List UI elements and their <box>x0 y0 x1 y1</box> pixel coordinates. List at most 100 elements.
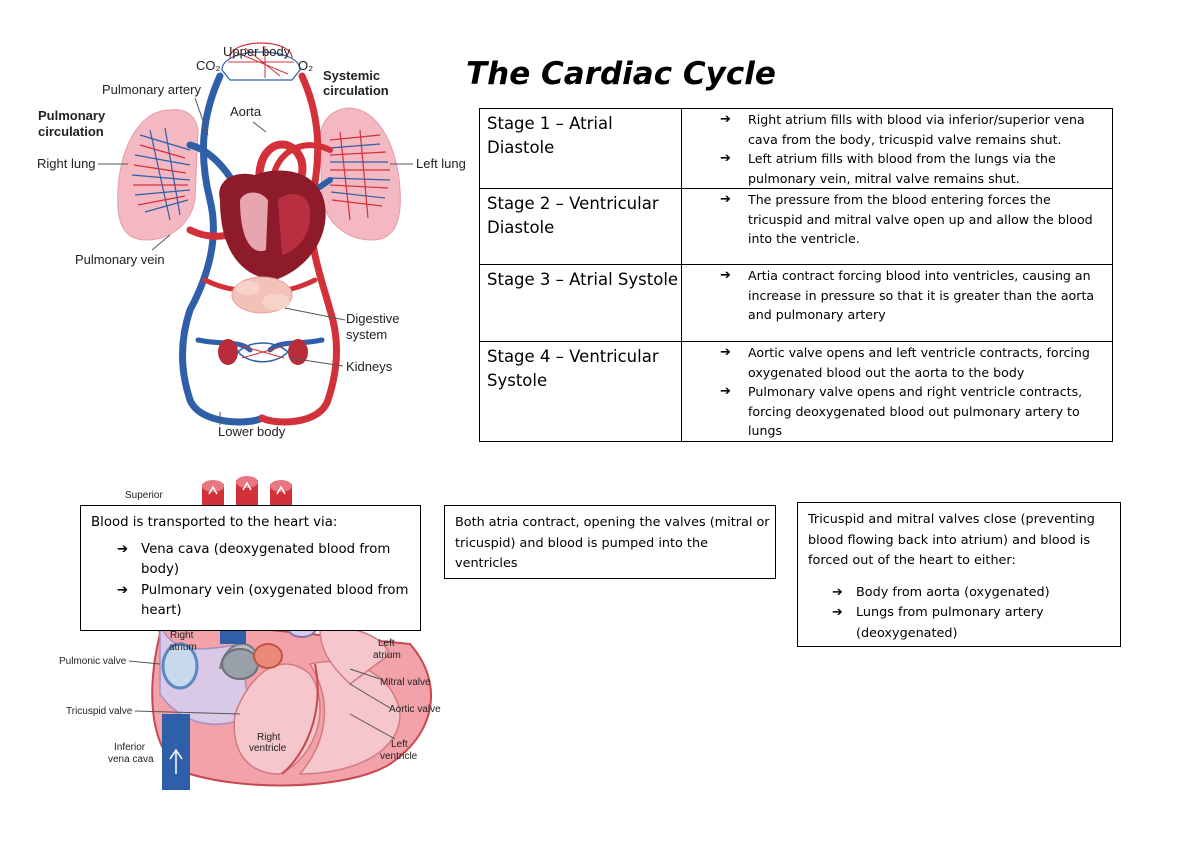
label-digestive-2: system <box>346 327 387 342</box>
systemic-vein-left <box>179 72 224 404</box>
label-aortic-valve: Aortic valve <box>389 704 441 715</box>
label-pulmonary-artery: Pulmonary artery <box>102 82 201 97</box>
stage-name: Stage 1 – Atrial <box>487 114 613 133</box>
bullet-text: tricuspid and mitral valve open up and a… <box>748 211 1093 227</box>
page-title: The Cardiac Cycle <box>466 56 776 92</box>
label-systemic-1: Systemic <box>323 68 380 83</box>
list-item: ➔ Body from aorta (oxygenated) <box>808 583 1120 604</box>
arrow-icon: ➔ <box>832 605 843 620</box>
bullet-text: cava from the body, tricuspid valve rema… <box>748 131 1062 147</box>
label-tricuspid-valve: Tricuspid valve <box>66 706 133 717</box>
table-row: Stage 2 – Ventricular Diastole ➔ The pre… <box>479 188 1113 265</box>
label-right-atrium-1: Right <box>170 630 194 641</box>
stage-name-cell: Stage 2 – Ventricular Diastole <box>479 188 682 265</box>
bullet-text: Body from aorta (oxygenated) <box>856 584 1050 600</box>
label-lower-body: Lower body <box>218 424 286 439</box>
left-kidney <box>218 339 238 365</box>
list-item: ➔ Left atrium fills with blood from the … <box>688 149 1108 188</box>
table-row: Stage 4 – Ventricular Systole ➔ Aortic v… <box>479 341 1113 442</box>
valves-note: Tricuspid and mitral valves close (preve… <box>797 502 1121 647</box>
stage-name: Stage 3 – Atrial Systole <box>487 270 679 289</box>
arrow-icon: ➔ <box>720 268 731 283</box>
arrow-icon: ➔ <box>117 582 129 598</box>
stage-name-cell: Stage 4 – Ventricular Systole <box>479 341 682 442</box>
list-item: ➔ Right atrium fills with blood via infe… <box>688 110 1108 149</box>
right-lung-shape <box>117 109 199 241</box>
label-left-lung: Left lung <box>416 156 466 171</box>
list-item: ➔ Pulmonary valve opens and right ventri… <box>688 382 1108 441</box>
label-right-ventricle-2: ventricle <box>249 743 287 754</box>
stage-name: Stage 4 – Ventricular <box>487 347 659 366</box>
label-inferior-2: vena cava <box>108 754 154 765</box>
stage-description-cell: ➔ Aortic valve opens and left ventricle … <box>681 341 1113 442</box>
note-heading: Blood is transported to the heart via: <box>91 515 338 530</box>
arrow-icon: ➔ <box>117 541 129 557</box>
label-mitral-valve: Mitral valve <box>380 677 431 688</box>
stages-table: Stage 1 – Atrial Diastole ➔ Right atrium… <box>479 108 1113 442</box>
circulation-diagram: CO₂ Upper body O₂ Systemic circulation P… <box>37 42 466 439</box>
arrow-icon: ➔ <box>720 192 731 207</box>
heart-diagram: Superior Right atrium Left atrium Pulmon… <box>59 476 441 790</box>
label-right-lung: Right lung <box>37 156 96 171</box>
transport-note: Blood is transported to the heart via: ➔… <box>80 505 421 631</box>
arrow-icon: ➔ <box>720 112 731 127</box>
label-pulmonary-2: circulation <box>38 124 104 139</box>
arrow-icon: ➔ <box>720 384 731 399</box>
label-pulmonary-1: Pulmonary <box>38 108 106 123</box>
label-superior: Superior <box>125 490 163 501</box>
note-line: tricuspid) and blood is pumped into the <box>455 535 708 551</box>
stage-description-cell: ➔ Artia contract forcing blood into vent… <box>681 264 1113 342</box>
bullet-text: increase in pressure so that it is great… <box>748 287 1095 303</box>
label-kidneys: Kidneys <box>346 359 393 374</box>
bullet-text: lungs <box>748 423 783 438</box>
bullet-text: Lungs from pulmonary artery <box>856 605 1044 620</box>
bullet-text: Vena cava (deoxygenated blood from <box>141 541 391 557</box>
upper-body-capillary <box>221 51 301 81</box>
note-line: ventricles <box>455 556 518 571</box>
label-o2: O₂ <box>298 58 313 73</box>
bullet-text: oxygenated blood out the aorta to the bo… <box>748 364 1025 380</box>
bullet-text: forcing deoxygenated blood out pulmonary… <box>748 403 1080 419</box>
note-line: forced out of the heart to either: <box>808 553 1016 568</box>
label-right-ventricle-1: Right <box>257 732 281 743</box>
label-upper-body: Upper body <box>223 44 291 59</box>
arrow-icon: ➔ <box>832 584 843 600</box>
aortic-valve-ring <box>253 643 283 669</box>
label-digestive-1: Digestive <box>346 311 399 326</box>
bullet-text: Artia contract forcing blood into ventri… <box>748 268 1091 283</box>
bullet-text: heart) <box>141 603 182 618</box>
heart-shape <box>219 170 326 280</box>
note-line: blood flowing back into atrium) and bloo… <box>808 532 1091 548</box>
left-lung-shape <box>319 107 401 241</box>
stage-name-cell: Stage 3 – Atrial Systole <box>479 264 682 342</box>
label-right-atrium-2: atrium <box>169 642 197 653</box>
label-left-atrium-1: Left <box>378 638 395 649</box>
bullet-text: Pulmonary valve opens and right ventricl… <box>748 384 1083 399</box>
atria-note: Both atria contract, opening the valves … <box>444 505 776 579</box>
list-item: ➔ The pressure from the blood entering f… <box>688 190 1108 249</box>
pulmonic-valve-ring <box>161 642 199 690</box>
stage-name: Diastole <box>487 138 555 157</box>
list-item: ➔ Lungs from pulmonary artery(deoxygenat… <box>808 603 1120 644</box>
note-line: Tricuspid and mitral valves close (preve… <box>808 512 1095 527</box>
bullet-text: into the ventricle. <box>748 231 860 246</box>
label-co2: CO₂ <box>196 58 221 73</box>
stage-name-cell: Stage 1 – Atrial Diastole <box>479 108 682 189</box>
arrow-icon: ➔ <box>720 345 731 360</box>
label-aorta: Aorta <box>230 104 262 119</box>
list-item: ➔ Aortic valve opens and left ventricle … <box>688 343 1108 382</box>
bullet-text: and pulmonary artery <box>748 307 886 322</box>
label-systemic-2: circulation <box>323 83 389 98</box>
bullet-text: The pressure from the blood entering for… <box>748 192 1051 207</box>
note-line: Both atria contract, opening the valves … <box>455 515 770 530</box>
stage-description-cell: ➔ The pressure from the blood entering f… <box>681 188 1113 265</box>
stage-name: Diastole <box>487 218 555 237</box>
bullet-text: Left atrium fills with blood from the lu… <box>748 151 1056 166</box>
table-row: Stage 1 – Atrial Diastole ➔ Right atrium… <box>479 108 1113 189</box>
arrow-icon: ➔ <box>720 151 731 166</box>
stage-name: Systole <box>487 371 548 390</box>
bullet-text: Aortic valve opens and left ventricle co… <box>748 345 1090 360</box>
label-left-atrium-2: atrium <box>373 650 401 661</box>
